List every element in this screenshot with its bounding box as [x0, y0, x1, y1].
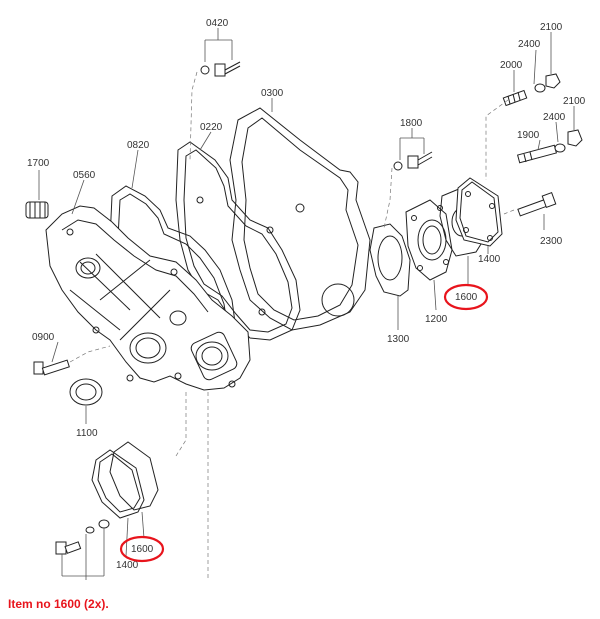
label-2100-top: 2100 — [540, 22, 563, 33]
bolt-0420 — [200, 61, 241, 77]
label-0820: 0820 — [127, 140, 150, 151]
bolt-lower — [55, 519, 110, 555]
label-2000: 2000 — [500, 60, 523, 71]
label-1700: 1700 — [27, 158, 50, 169]
cover-plate-1400-right — [455, 177, 503, 247]
plug-1700 — [25, 201, 49, 219]
gasket-1600-lower — [109, 441, 159, 511]
highlight-1600-lower — [119, 535, 165, 563]
label-1100: 1100 — [76, 428, 98, 439]
housing-1200 — [405, 199, 453, 281]
label-1200: 1200 — [425, 314, 448, 325]
label-2400-top: 2400 — [518, 39, 541, 50]
label-0560: 0560 — [73, 170, 96, 181]
caption-text: Item no 1600 (2x). — [8, 597, 109, 611]
stud-1900 — [516, 144, 558, 164]
label-1400-lower: 1400 — [116, 560, 139, 571]
nut-2100-mid — [567, 129, 583, 147]
label-1800: 1800 — [400, 118, 423, 129]
exploded-parts-diagram: 0420 0300 0220 0820 1700 0560 1800 2100 … — [25, 18, 586, 580]
gasket-1300 — [369, 223, 411, 297]
gasket-0300-hole — [321, 283, 355, 317]
bolt-1800 — [393, 151, 433, 171]
gasket-0300 — [229, 107, 371, 331]
highlight-1600-right — [443, 283, 489, 311]
label-1300: 1300 — [387, 334, 410, 345]
front-cover-0560 — [45, 205, 251, 391]
label-1600-lower: 1600 — [131, 544, 154, 555]
seal-1100 — [69, 378, 103, 406]
label-0220: 0220 — [200, 122, 223, 133]
label-2100-mid: 2100 — [563, 96, 586, 107]
bolt-0900 — [33, 359, 70, 376]
washer-2400-top — [534, 83, 546, 93]
nut-2100-top — [545, 73, 561, 89]
cover-plate-1400-lower — [91, 449, 145, 519]
label-1400-right: 1400 — [478, 254, 501, 265]
label-0900: 0900 — [32, 332, 55, 343]
stud-2000 — [502, 89, 528, 107]
label-1600-right: 1600 — [455, 292, 478, 303]
bolt-2300 — [517, 192, 557, 217]
gasket-0300-inner — [241, 117, 359, 321]
gasket-0220 — [175, 141, 301, 341]
label-2300: 2300 — [540, 236, 563, 247]
label-1900: 1900 — [517, 130, 540, 141]
label-2400-mid: 2400 — [543, 112, 566, 123]
label-0420: 0420 — [206, 18, 229, 29]
label-0300: 0300 — [261, 88, 284, 99]
washer-2400-mid — [554, 143, 566, 153]
